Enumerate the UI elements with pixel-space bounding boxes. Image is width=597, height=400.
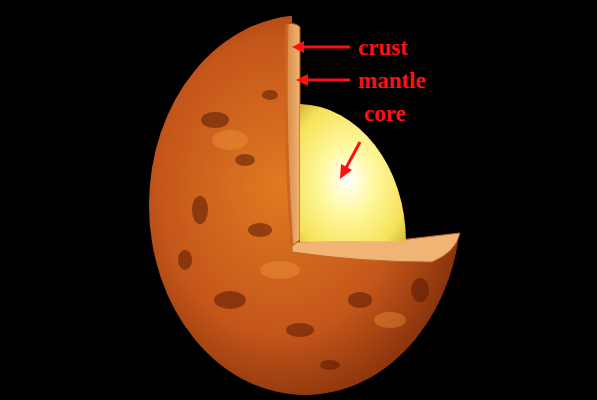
arrowhead xyxy=(296,74,308,86)
planet-surface xyxy=(149,15,461,395)
planet-sphere xyxy=(149,15,461,395)
arrowhead xyxy=(292,41,304,53)
mantle-arrow xyxy=(306,79,350,82)
part-label: mantle xyxy=(358,69,426,92)
part-label: crust xyxy=(358,36,408,59)
crust-layer xyxy=(286,24,292,246)
core-arrow xyxy=(346,142,360,168)
arrowhead xyxy=(340,164,352,179)
vertical-cut-face xyxy=(286,23,300,246)
surface-markings xyxy=(178,90,429,370)
leader-arrows xyxy=(292,41,360,179)
part-label: core xyxy=(364,102,406,125)
crust-arrow xyxy=(302,46,350,49)
